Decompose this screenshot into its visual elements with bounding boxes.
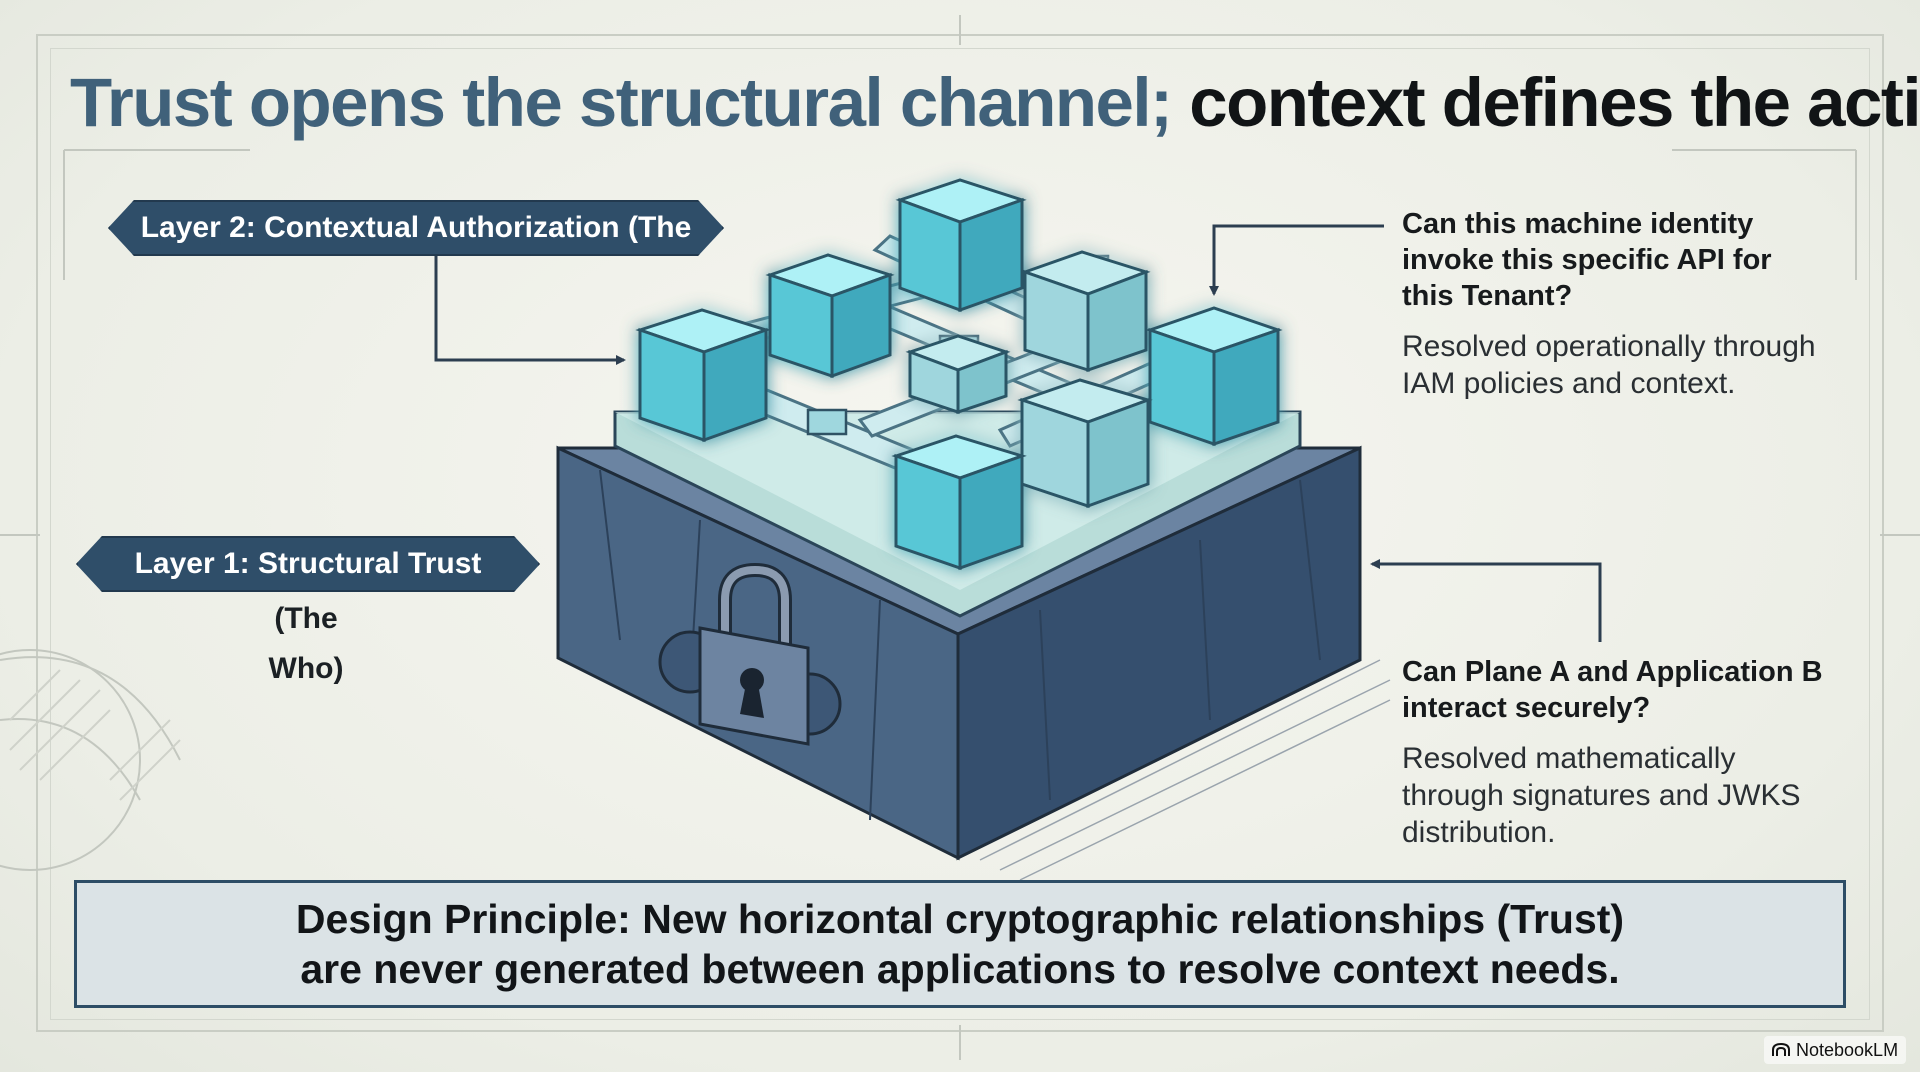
service-cubes (635, 178, 1283, 571)
cube-center (905, 334, 1011, 415)
cube-left (635, 308, 771, 443)
callout-bottom-answer-line: Resolved mathematically (1402, 742, 1736, 775)
layer2-arrow (434, 254, 626, 365)
callout-top-question-line: this Tenant? (1402, 280, 1573, 312)
callout-bottom-answer: Resolved mathematically through signatur… (1402, 740, 1872, 851)
design-principle-line: Design Principle: New horizontal cryptog… (295, 896, 1625, 942)
callout-arrows (434, 224, 1602, 642)
watermark-text: NotebookLM (1796, 1040, 1899, 1060)
design-principle-box: Design Principle: New horizontal cryptog… (74, 880, 1846, 1008)
notebooklm-watermark: NotebookLM (1764, 1036, 1907, 1064)
callout-bottom-answer-line: through signatures and JWKS (1402, 779, 1801, 812)
callout-bottom-question-line: interact securely? (1402, 692, 1651, 724)
callout-top-answer: Resolved operationally through IAM polic… (1402, 328, 1872, 402)
cube-top (895, 178, 1027, 313)
callout-top-question-line: Can this machine identity (1402, 208, 1754, 240)
layer2-banner: Layer 2: Contextual Authorization (The W… (108, 200, 724, 256)
hatch-marks (9, 669, 181, 801)
cube-upper-right (1020, 250, 1151, 373)
design-principle-line: are never generated between applications… (300, 946, 1620, 992)
callout-bottom: Can Plane A and Application B interact s… (1402, 654, 1872, 851)
layer1-subtitle: (The Who) (268, 602, 344, 685)
callout-top-answer-line: IAM policies and context. (1402, 367, 1736, 400)
title-part-context: context defines the action (1189, 64, 1920, 141)
callout-bottom-answer-line: distribution. (1402, 816, 1556, 849)
blueprint-corner-marks (0, 15, 1920, 1060)
cube-right (1145, 306, 1283, 447)
layer1-banner: Layer 1: Structural Trust (76, 536, 540, 592)
top-question-arrow (1209, 224, 1384, 296)
page-title: Trust opens the structural channel; cont… (70, 58, 1920, 148)
cube-upper-left (765, 253, 895, 379)
callout-bottom-question-line: Can Plane A and Application B (1402, 656, 1823, 688)
blueprint-inner-frame (50, 48, 1870, 1020)
title-part-trust: Trust opens the structural channel; (70, 64, 1173, 141)
notebooklm-logo-icon (1772, 1043, 1790, 1056)
callout-top-question: Can this machine identity invoke this sp… (1402, 206, 1872, 314)
callout-bottom-question: Can Plane A and Application B interact s… (1402, 654, 1872, 726)
cube-bottom (891, 434, 1027, 571)
bottom-question-arrow (1370, 559, 1602, 642)
callout-top: Can this machine identity invoke this sp… (1402, 206, 1872, 402)
callout-top-answer-line: Resolved operationally through (1402, 330, 1816, 363)
cube-lower-right (1017, 378, 1153, 509)
callout-top-question-line: invoke this specific API for (1402, 244, 1772, 276)
padlock-icon (658, 562, 842, 746)
